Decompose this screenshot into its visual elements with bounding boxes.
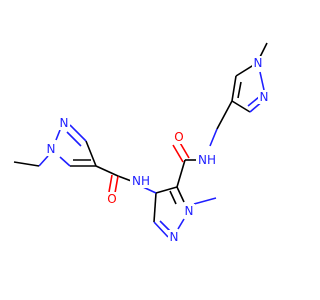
bond-n1-n2-ethyl — [55, 129, 61, 141]
bond-c4-c3 — [231, 100, 251, 113]
atom-o-right: O — [173, 130, 185, 144]
atom-n-top-right-n2: N — [258, 90, 270, 104]
atom-n-ethylpyrazole-n1: N — [45, 142, 57, 156]
bond-ch2-ch3-ethyl — [13, 161, 40, 167]
atom-labels: N N NH O NH N N O — [45, 56, 270, 244]
atom-label-o: O — [174, 130, 183, 144]
bond-carbonyl-o-left1 — [114, 175, 119, 194]
atom-label-n: N — [260, 90, 269, 104]
bond-c3-n2-central — [153, 221, 169, 238]
bond-c3-n2-central-inner — [159, 220, 171, 232]
bond-carbonyl-ring — [176, 159, 186, 188]
bond-n1-ch3-central — [193, 197, 217, 205]
atom-nh-left: NH — [130, 174, 152, 188]
bond-n1-ch2-ethyl — [38, 155, 49, 167]
bond-c3-n2-ethyl — [69, 124, 87, 142]
bond-c5-n1-ethyl — [59, 156, 71, 167]
bond-carbonyl-o-left2 — [108, 174, 113, 193]
bond-layer — [13, 42, 268, 238]
bond-c3-n2-ethyl-inner — [66, 131, 82, 147]
atom-label-n: N — [47, 142, 56, 156]
bond-c5-c4 — [231, 75, 237, 102]
atom-label-o: O — [107, 192, 116, 206]
bond-ch2-nh — [209, 128, 218, 147]
atom-n-ethylpyrazole-n2: N — [58, 116, 70, 130]
atom-label-n: N — [185, 204, 194, 218]
atom-label-n: N — [254, 56, 263, 70]
atom-label-nh: NH — [198, 153, 216, 167]
atom-label-n: N — [170, 230, 179, 244]
bond-c3-c4-central — [153, 192, 157, 223]
atom-n-top-right-n1: N — [252, 56, 264, 70]
bond-n2-n1 — [259, 71, 265, 91]
bond-c4-ch2 — [216, 100, 233, 130]
bond-c5-c4-central — [155, 186, 178, 194]
bond-n1-n2-central — [177, 218, 185, 230]
bond-carbonyl-o2 — [172, 144, 184, 163]
atom-o-left: O — [106, 192, 118, 206]
atom-label-nh: NH — [132, 174, 150, 188]
bond-c5-n1-central — [176, 186, 185, 203]
atom-label-n: N — [60, 116, 69, 130]
bond-c5-c4-inner — [237, 81, 242, 99]
atom-n-central: N — [168, 230, 180, 244]
atom-nh-right: NH — [196, 153, 218, 167]
atom-n-central-methyl: N — [183, 204, 195, 218]
bond-carbonyl-ethylpyrazole — [95, 165, 119, 177]
bond-c5-n1-central-inner — [169, 190, 177, 205]
bond-c3-n2-inner — [247, 96, 260, 107]
bond-c4-c3-ethyl — [85, 140, 97, 167]
molecule-structure-diagram: N N NH O NH N N O — [13, 42, 270, 244]
